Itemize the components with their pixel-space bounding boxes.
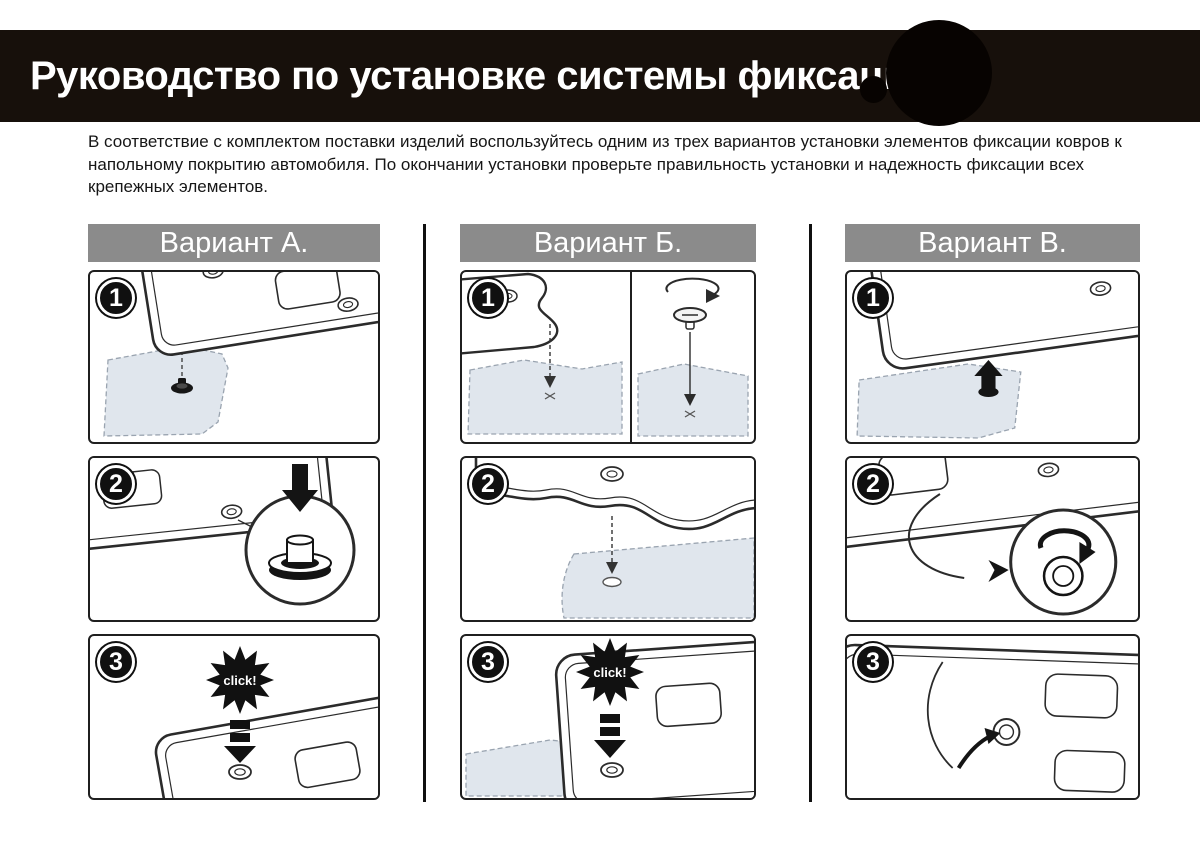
step-number: 3	[109, 647, 123, 676]
carpet-shape	[856, 363, 1022, 439]
intro-text: В соответствие с комплектом поставки изд…	[88, 132, 1122, 197]
variant-b-step-3-panel: 3 click!	[460, 634, 756, 800]
target-mark-icon	[684, 410, 696, 418]
target-mark-icon	[544, 392, 556, 400]
step-number-badge: 3	[97, 643, 135, 681]
arrowhead	[984, 728, 1001, 744]
step-illustration	[90, 458, 356, 606]
step-illustration: click!	[465, 638, 754, 798]
click-burst-icon: click!	[206, 646, 274, 714]
variant-b-step-1-panel: 1	[460, 270, 756, 444]
variant-b-title: Вариант Б.	[533, 226, 683, 259]
floor-grommet-icon	[171, 378, 193, 394]
leader-curve	[907, 493, 965, 579]
floor-mat-illustration	[863, 272, 1138, 370]
variant-a-step-3-panel: 3 click!	[88, 634, 380, 800]
step-number-badge: 3	[469, 643, 507, 681]
fastener-button-icon	[600, 466, 624, 482]
press-arrows-icon	[224, 720, 256, 763]
floor-mat-illustration	[554, 639, 754, 798]
variant-a-title: Вариант А.	[159, 226, 309, 259]
step-number: 2	[109, 469, 123, 498]
variant-c-step-1-panel: 1	[845, 270, 1140, 444]
small-arrow-icon	[988, 560, 1009, 582]
arrowhead	[684, 394, 696, 406]
step-number: 2	[866, 469, 880, 498]
leader-curve	[926, 661, 954, 769]
step-number: 1	[866, 283, 880, 312]
variant-c-header: Вариант В.	[845, 224, 1140, 262]
variant-c-title: Вариант В.	[918, 226, 1067, 259]
step-number-badge: 2	[469, 465, 507, 503]
insert-up-arrow-icon	[974, 360, 1003, 390]
carpet-shape	[103, 345, 229, 437]
click-burst-icon: click!	[576, 638, 644, 706]
step-illustration	[474, 458, 754, 619]
variant-c-step-2-panel: 2	[845, 456, 1140, 622]
floor-mat-illustration	[474, 458, 754, 531]
step-number: 2	[481, 469, 495, 498]
variant-b-step-2-panel: 2	[460, 456, 756, 622]
arrowhead	[1079, 542, 1096, 564]
step-illustration	[856, 272, 1138, 439]
click-label: click!	[223, 673, 256, 688]
arrowhead	[606, 562, 618, 574]
step-illustration	[847, 643, 1138, 798]
carpet-shape	[467, 359, 623, 435]
step-number-badge: 3	[854, 643, 892, 681]
fastener-socket-icon	[992, 718, 1021, 746]
column-divider	[809, 224, 812, 802]
step-number-badge: 1	[469, 279, 507, 317]
header-bar	[0, 30, 1200, 122]
variant-b-header: Вариант Б.	[460, 224, 756, 262]
step-number: 1	[109, 283, 123, 312]
zoom-circle	[1009, 508, 1118, 616]
floor-mat-illustration	[154, 694, 378, 798]
arrowhead	[544, 376, 556, 388]
press-arrows-icon	[594, 714, 626, 758]
step-number-badge: 2	[854, 465, 892, 503]
step-number-badge: 1	[97, 279, 135, 317]
fastener-clip-icon	[673, 307, 707, 330]
variant-a-step-1-panel: 1	[88, 270, 380, 444]
rotate-arrow-icon	[665, 277, 720, 297]
rotate-arrow-icon	[1037, 528, 1092, 554]
step-number-badge: 1	[854, 279, 892, 317]
column-divider	[423, 224, 426, 802]
step-number: 3	[481, 647, 495, 676]
floor-socket-icon	[602, 576, 622, 588]
brand-logo-dot-icon	[860, 76, 887, 103]
variant-b-step-1-left: 1	[462, 272, 630, 442]
variant-c-step-3-panel: 3	[845, 634, 1140, 800]
step-number: 1	[481, 283, 495, 312]
step-number-badge: 2	[97, 465, 135, 503]
brand-logo-icon	[886, 20, 992, 126]
variant-a-step-2-panel: 2	[88, 456, 380, 622]
page-title: Руководство по установке системы фиксаци…	[30, 53, 932, 98]
floor-mat-inner-line	[475, 485, 754, 522]
fastener-button-icon	[228, 764, 252, 780]
step-illustration	[103, 272, 378, 437]
step-illustration: click!	[154, 646, 378, 798]
step-illustration	[637, 277, 749, 437]
arrowhead	[706, 289, 720, 303]
floor-mat-illustration	[135, 272, 378, 356]
step-number: 3	[866, 647, 880, 676]
press-down-arrow-icon	[282, 464, 318, 512]
variant-b-step-1-right	[630, 272, 754, 442]
fastener-button-icon	[600, 762, 624, 778]
zoom-circle	[244, 494, 356, 606]
step-illustration	[847, 458, 1138, 616]
variant-a-header: Вариант А.	[88, 224, 380, 262]
click-label: click!	[593, 665, 626, 680]
carpet-shape	[561, 537, 754, 619]
